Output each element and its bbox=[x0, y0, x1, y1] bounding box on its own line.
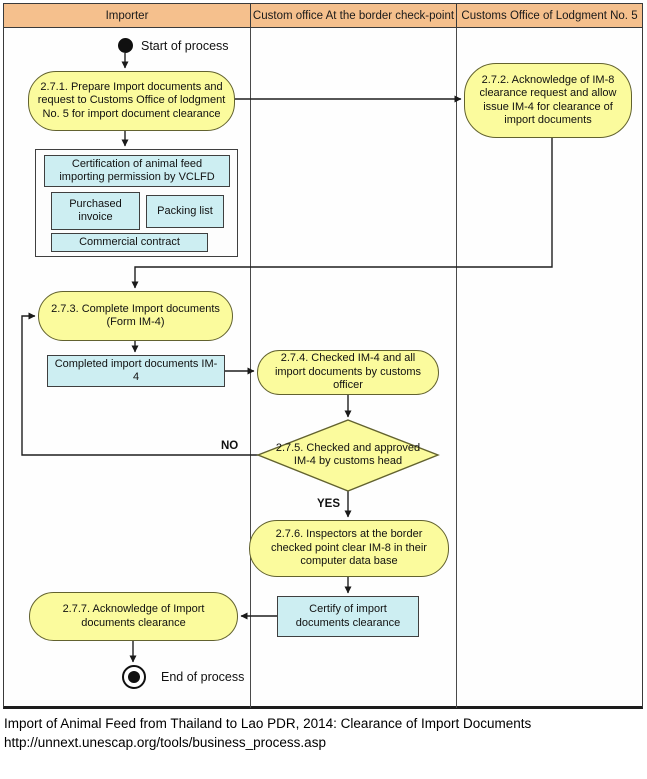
document-certification: Certification of animal feed importing p… bbox=[44, 155, 230, 187]
caption: Import of Animal Feed from Thailand to L… bbox=[4, 714, 531, 752]
caption-title: Import of Animal Feed from Thailand to L… bbox=[4, 716, 532, 731]
document-text: Certification of animal feed importing p… bbox=[59, 157, 215, 184]
decision-275-label: 2.7.5. Checked and approved IM-4 by cust… bbox=[275, 441, 421, 468]
process-text: 2.7.2. Acknowledge of IM-8 clearance req… bbox=[479, 73, 617, 127]
caption-url: http://unnext.unescap.org/tools/business… bbox=[4, 735, 326, 750]
document-text: Completed import documents IM-4 bbox=[54, 357, 218, 384]
lane-header-label: Customs Office of Lodgment No. 5 bbox=[461, 9, 638, 22]
document-text: Certify of import documents clearance bbox=[295, 603, 401, 629]
lane-header-importer: Importer bbox=[3, 3, 251, 28]
process-276-inspectors-clear-im8: 2.7.6. Inspectors at the border checked … bbox=[249, 520, 449, 577]
start-label: Start of process bbox=[141, 39, 229, 53]
document-text: Commercial contract bbox=[79, 235, 180, 248]
lane-header-label: Custom office At the border check-point bbox=[252, 9, 455, 22]
process-272-acknowledge-im8: 2.7.2. Acknowledge of IM-8 clearance req… bbox=[464, 63, 632, 138]
document-text: Packing list bbox=[157, 204, 213, 217]
process-text: 2.7.3. Complete Import documents (Form I… bbox=[51, 302, 220, 329]
document-text: Purchased invoice bbox=[69, 197, 122, 224]
document-packing-list: Packing list bbox=[146, 195, 224, 228]
connector-275-no-to-273 bbox=[21, 312, 258, 456]
branch-label-no: NO bbox=[221, 440, 239, 452]
process-text: 2.7.1. Prepare Import documents and requ… bbox=[37, 80, 226, 120]
end-node-dot bbox=[128, 671, 140, 683]
decision-275-diamond bbox=[256, 419, 440, 492]
document-certify-clearance: Certify of import documents clearance bbox=[277, 596, 419, 637]
start-node bbox=[118, 38, 133, 53]
end-node bbox=[122, 665, 146, 689]
process-271-prepare-import-documents: 2.7.1. Prepare Import documents and requ… bbox=[28, 71, 235, 131]
end-label: End of process bbox=[161, 670, 245, 684]
lane-header-label: Importer bbox=[105, 9, 149, 22]
process-277-acknowledge-clearance: 2.7.7. Acknowledge of Import documents c… bbox=[29, 592, 238, 641]
lane-header-custom-office-border: Custom office At the border check-point bbox=[250, 3, 457, 28]
connector-272-to-273 bbox=[131, 138, 553, 289]
document-purchased-invoice: Purchased invoice bbox=[51, 192, 140, 230]
document-completed-im4: Completed import documents IM-4 bbox=[47, 355, 225, 387]
lane-divider-2 bbox=[456, 27, 457, 708]
lane-header-customs-lodgment: Customs Office of Lodgment No. 5 bbox=[456, 3, 643, 28]
process-274-checked-im4: 2.7.4. Checked IM-4 and all import docum… bbox=[257, 350, 439, 395]
process-text: 2.7.7. Acknowledge of Import documents c… bbox=[62, 603, 205, 629]
branch-label-yes: YES bbox=[317, 498, 341, 510]
process-text: 2.7.6. Inspectors at the border checked … bbox=[271, 528, 427, 568]
process-273-complete-import-documents: 2.7.3. Complete Import documents (Form I… bbox=[38, 291, 233, 341]
import-documents-group: Certification of animal feed importing p… bbox=[35, 149, 238, 257]
process-text: 2.7.4. Checked IM-4 and all import docum… bbox=[274, 352, 422, 392]
document-commercial-contract: Commercial contract bbox=[51, 233, 208, 252]
